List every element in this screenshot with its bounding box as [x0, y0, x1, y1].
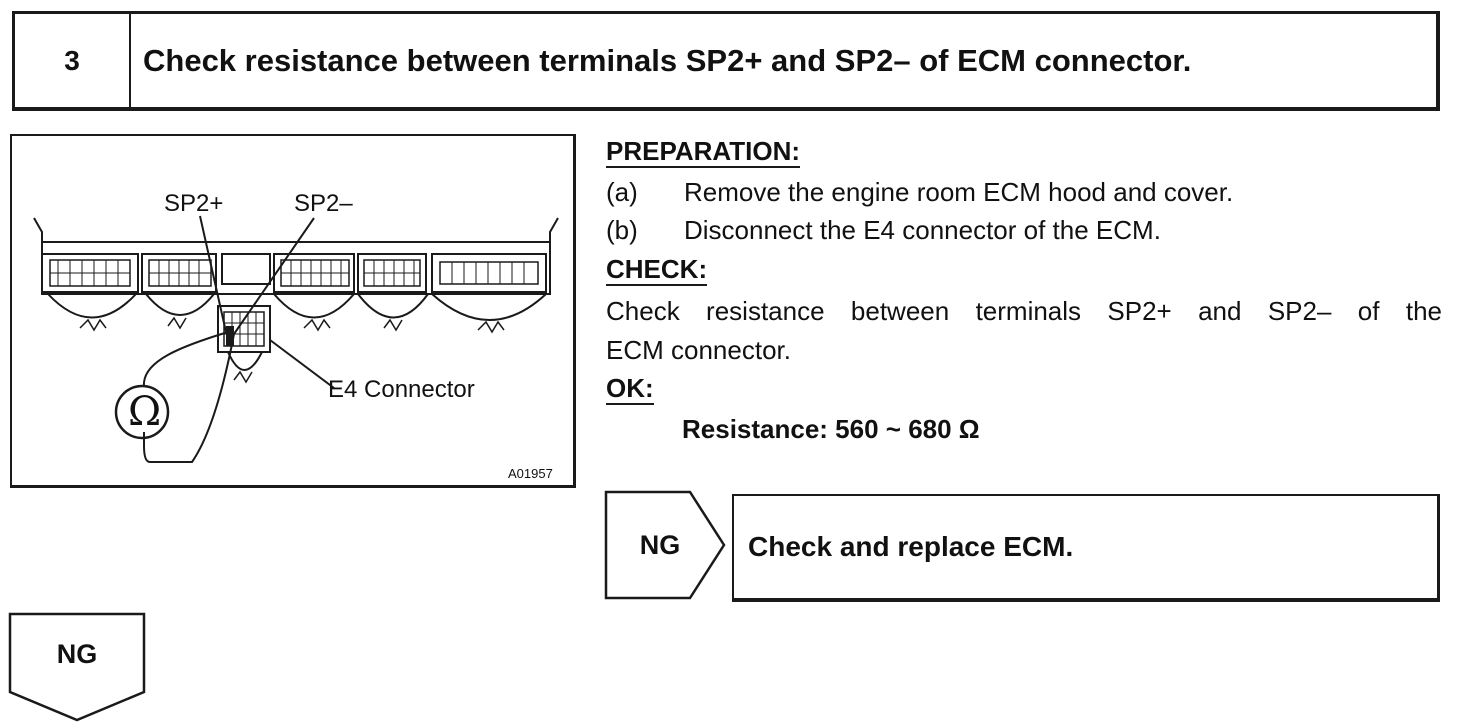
- ng-action-box: Check and replace ECM.: [732, 494, 1440, 602]
- e4-connector: [217, 305, 271, 384]
- ohmmeter-lead-2: [143, 333, 235, 463]
- ohmmeter-lead-1: [142, 331, 229, 387]
- figure-code: A01957: [508, 466, 553, 481]
- connector-block-1: [41, 253, 139, 293]
- ecm-body-outline: [33, 217, 559, 295]
- check-text-line-2: ECM connector.: [606, 335, 791, 365]
- harness-4: [357, 293, 429, 319]
- step-number: 3: [15, 14, 131, 107]
- preparation-item-a: (a) Remove the engine room ECM hood and c…: [606, 177, 1233, 207]
- ng-result-label: NG: [639, 529, 681, 560]
- item-letter: (b): [606, 215, 638, 245]
- label-e4-connector: E4 Connector: [328, 376, 475, 403]
- ok-heading: OK:: [606, 373, 654, 405]
- connector-diagram: SP2+ SP2– E4 Connector Ω A01957: [10, 134, 576, 488]
- connector-block-3: [273, 253, 355, 293]
- connector-block-2: [141, 253, 217, 293]
- ecm-connector-drawing: [33, 215, 559, 463]
- leader-e4-connector: [269, 339, 335, 389]
- harness-3: [273, 293, 355, 319]
- item-text: Remove the engine room ECM hood and cove…: [684, 177, 1234, 207]
- ng-result-tag: NG: [604, 490, 726, 600]
- label-sp2-minus: SP2–: [294, 190, 353, 217]
- leader-sp2-minus: [233, 217, 315, 335]
- resistance-spec: Resistance: 560 ~ 680 Ω: [682, 414, 980, 444]
- ng-action-text: Check and replace ECM.: [748, 531, 1074, 562]
- preparation-item-b: (b) Disconnect the E4 connector of the EC…: [606, 215, 1161, 245]
- ng-next-label: NG: [56, 638, 98, 669]
- preparation-heading: PREPARATION:: [606, 136, 801, 168]
- item-text: Disconnect the E4 connector of the ECM.: [684, 215, 1161, 245]
- item-letter: (a): [606, 177, 638, 207]
- ng-tag-shape: [604, 490, 726, 600]
- connector-block-5: [431, 253, 547, 293]
- harness-1: [47, 293, 137, 319]
- harness-2: [145, 293, 215, 316]
- check-text-line-1: Check resistance between terminals SP2+ …: [606, 296, 1442, 326]
- harness-5: [431, 293, 547, 321]
- down-arrow-tag-shape: [8, 612, 146, 722]
- label-sp2-plus: SP2+: [164, 190, 224, 217]
- leader-sp2-plus: [199, 215, 227, 333]
- connector-block-4: [357, 253, 427, 293]
- ohmmeter-circle: [114, 384, 170, 440]
- wire-ends: [79, 316, 505, 334]
- step-title: Check resistance between terminals SP2+ …: [143, 42, 1192, 78]
- check-heading: CHECK:: [606, 254, 708, 286]
- ng-next-arrow: NG: [8, 612, 148, 722]
- blank-cover: [221, 253, 271, 285]
- step-header: 3 Check resistance between terminals SP2…: [12, 11, 1440, 111]
- ohm-icon: Ω: [128, 389, 162, 435]
